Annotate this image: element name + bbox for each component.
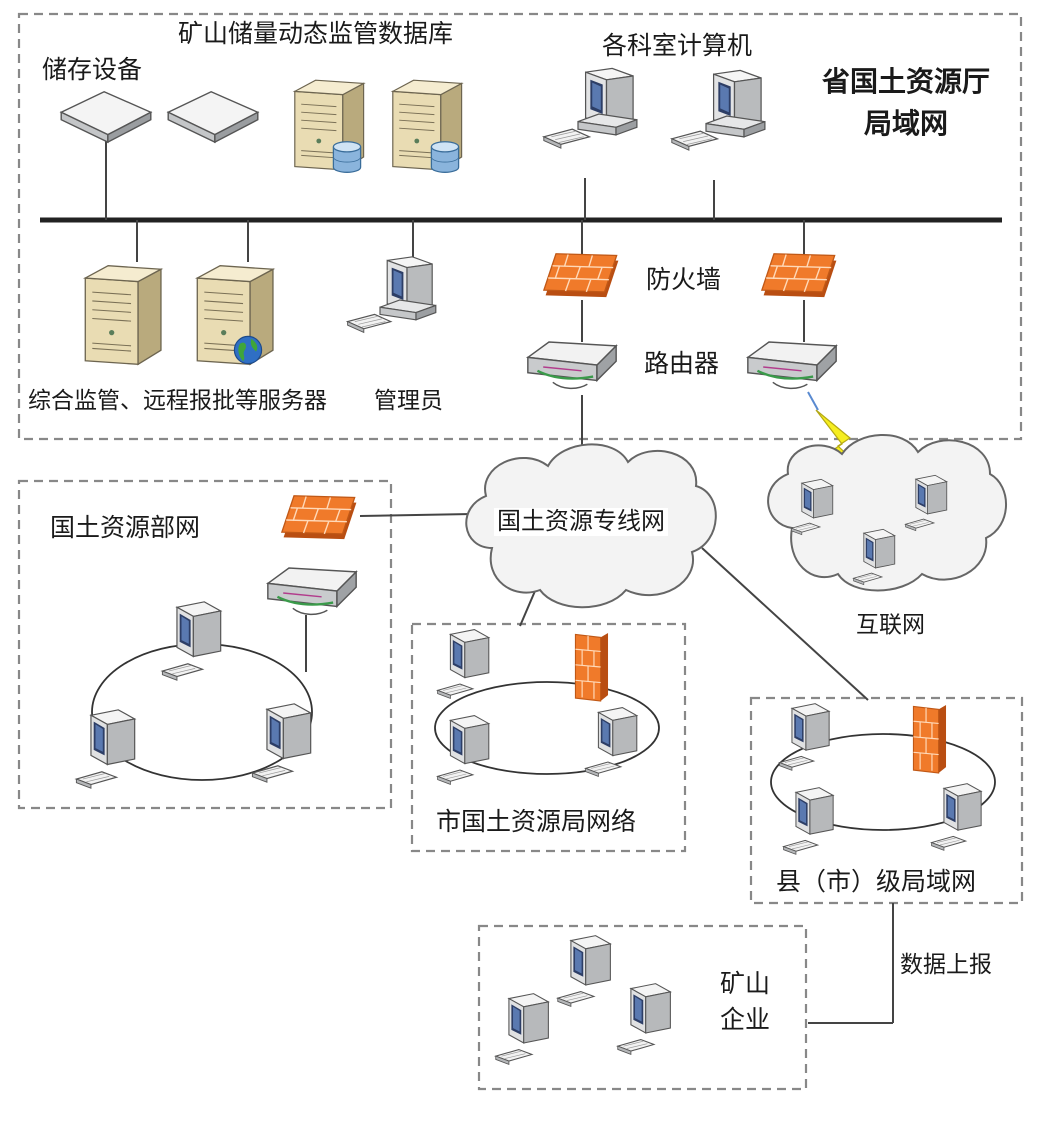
label-ministry-network: 国土资源部网: [50, 513, 201, 542]
label-city-network: 市国土资源局网络: [436, 807, 637, 836]
router-icon: [746, 340, 838, 390]
desktop-computer-icon: [251, 703, 312, 783]
label-dedicated-network: 国土资源专线网: [494, 507, 668, 536]
firewall-brick-icon: [543, 253, 620, 298]
desktop-computer-icon: [557, 935, 611, 1007]
label-mine-line2: 企业: [720, 1005, 771, 1034]
firewall-brick-icon: [912, 704, 947, 774]
label-storage-device: 储存设备: [42, 55, 143, 84]
storage-device-icon: [60, 91, 152, 143]
county-network-boundary: [749, 696, 1024, 905]
desktop-computer-icon: [783, 787, 834, 855]
label-county-network: 县（市）级局域网: [776, 867, 977, 896]
label-lan-title-line1: 省国土资源厅: [821, 65, 990, 98]
desktop-computer-icon: [75, 709, 136, 789]
firewall-brick-icon: [761, 253, 838, 298]
mine-enterprise-boundary: [477, 924, 808, 1091]
city-ring: [434, 681, 660, 775]
label-firewall: 防火墙: [646, 265, 722, 294]
label-internet: 互联网: [856, 612, 925, 638]
firewall-brick-icon: [281, 495, 358, 540]
server-tower-icon: [84, 265, 162, 365]
router-icon: [266, 566, 358, 616]
desktop-computer-icon: [347, 256, 437, 333]
globe-icon: [233, 335, 263, 365]
desktop-computer-icon: [437, 715, 490, 785]
desktop-computer-icon: [671, 69, 766, 151]
firewall-brick-icon: [574, 632, 609, 702]
desktop-computer-icon: [779, 703, 830, 771]
label-lan-title-line2: 局域网: [863, 107, 948, 140]
label-admin: 管理员: [374, 388, 443, 414]
ministry-network-boundary: [17, 479, 393, 810]
city-network-boundary: [410, 622, 687, 853]
county-ring: [770, 733, 996, 831]
desktop-computer-icon: [931, 783, 982, 851]
desktop-computer-icon: [617, 983, 671, 1055]
desktop-computer-icon: [495, 993, 549, 1065]
label-mine-line1: 矿山: [720, 969, 771, 998]
desktop-computer-icon: [437, 629, 490, 699]
label-router: 路由器: [644, 349, 720, 378]
database-cylinder-icon: [332, 141, 362, 173]
internet-cloud-icon: [767, 434, 1007, 592]
label-data-report: 数据上报: [900, 952, 992, 978]
desktop-computer-icon: [585, 707, 638, 777]
label-mine-reserve-database: 矿山储量动态监管数据库: [178, 19, 454, 48]
router-icon: [526, 340, 618, 390]
desktop-computer-icon: [543, 67, 638, 149]
label-servers: 综合监管、远程报批等服务器: [28, 388, 327, 414]
provincial-lan-boundary: [17, 12, 1023, 441]
storage-device-icon: [167, 91, 259, 143]
label-office-computers: 各科室计算机: [602, 31, 753, 60]
database-cylinder-icon: [430, 141, 460, 173]
desktop-computer-icon: [161, 601, 222, 681]
